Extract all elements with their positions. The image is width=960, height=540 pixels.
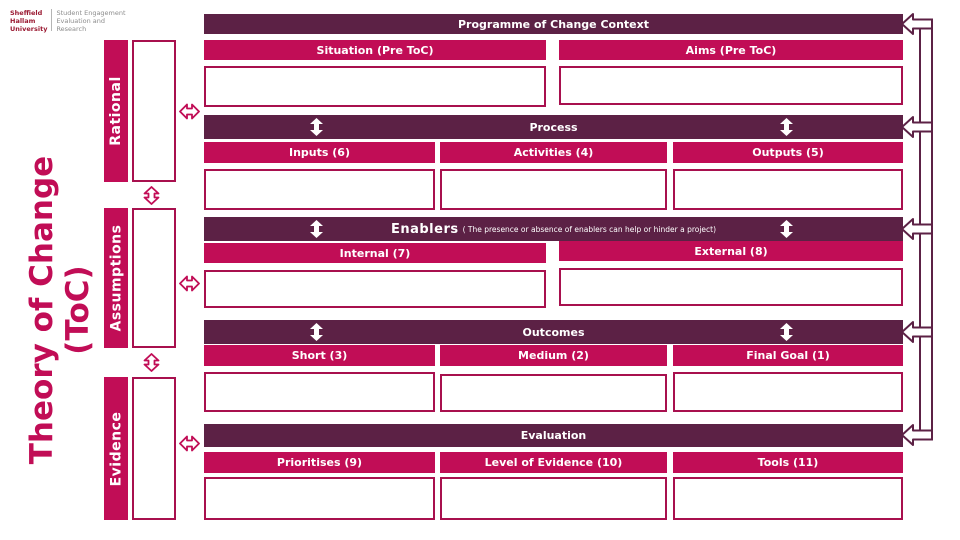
return-arrow-icon — [901, 13, 933, 35]
left-right-arrow-icon — [179, 275, 200, 292]
sheffield-hallam-logo: Sheffield Hallam University Student Enga… — [10, 9, 126, 33]
prioritises-header-label: Prioritises (9) — [276, 456, 363, 469]
page-title: Theory of Change (ToC) — [24, 150, 96, 470]
left-right-arrow-icon — [179, 435, 200, 452]
enablers-banner: Enablers ( The presence or absence of en… — [204, 217, 903, 241]
aims-input-box[interactable] — [559, 66, 903, 105]
outputs-header-label: Outputs (5) — [752, 146, 824, 159]
enablers-banner-note: ( The presence or absence of enablers ca… — [462, 224, 717, 234]
up-down-arrow-icon — [310, 323, 323, 341]
up-down-arrow-icon — [310, 118, 323, 136]
inputs-input-box[interactable] — [204, 169, 435, 210]
feedback-loop-arrows — [901, 13, 933, 446]
activities-header-label: Activities (4) — [513, 146, 594, 159]
process-banner-label: Process — [529, 120, 578, 134]
sidebar-evidence: Evidence — [104, 377, 128, 520]
context-banner: Programme of Change Context — [204, 14, 903, 34]
outcomes-banner: Outcomes — [204, 320, 903, 344]
short-input-box[interactable] — [204, 372, 435, 412]
enablers-banner-label: Enablers — [390, 221, 459, 237]
page-title-line2: (ToC) — [60, 265, 96, 355]
outputs-header: Outputs (5) — [673, 142, 903, 163]
inputs-header: Inputs (6) — [204, 142, 435, 163]
up-down-arrow-icon — [143, 353, 160, 372]
tools-input-box[interactable] — [673, 477, 903, 520]
logo-department-name: Student Engagement Evaluation and Resear… — [56, 9, 125, 33]
external-header-label: External (8) — [694, 244, 768, 258]
sidebar-assumptions-label: Assumptions — [108, 224, 124, 332]
internal-header-label: Internal (7) — [339, 246, 411, 260]
logo-divider — [51, 9, 53, 31]
up-down-arrow-icon — [780, 118, 793, 136]
situation-header: Situation (Pre ToC) — [204, 40, 546, 60]
return-arrow-icon — [901, 218, 933, 240]
logo-university-name: Sheffield Hallam University — [10, 9, 47, 33]
medium-header-label: Medium (2) — [518, 349, 589, 362]
level-of-evidence-header: Level of Evidence (10) — [440, 452, 667, 473]
short-header: Short (3) — [204, 345, 435, 366]
rational-input-box[interactable] — [132, 40, 176, 182]
evidence-input-box[interactable] — [132, 377, 176, 520]
logo-line: Research — [56, 25, 87, 33]
process-banner: Process — [204, 115, 903, 139]
sidebar-evidence-label: Evidence — [108, 411, 125, 486]
assumptions-input-box[interactable] — [132, 208, 176, 348]
final-goal-header-label: Final Goal (1) — [746, 349, 830, 362]
tools-header-label: Tools (11) — [757, 456, 819, 469]
activities-header: Activities (4) — [440, 142, 667, 163]
external-input-box[interactable] — [559, 268, 903, 306]
up-down-arrow-icon — [780, 220, 793, 238]
return-arrow-icon — [901, 424, 933, 446]
return-arrow-icon — [901, 321, 933, 343]
level-of-evidence-header-label: Level of Evidence (10) — [484, 456, 623, 469]
medium-input-box[interactable] — [440, 374, 667, 412]
activities-input-box[interactable] — [440, 169, 667, 210]
up-down-arrow-icon — [143, 186, 160, 205]
internal-header: Internal (7) — [204, 243, 546, 263]
situation-input-box[interactable] — [204, 66, 546, 107]
aims-header-label: Aims (Pre ToC) — [685, 43, 777, 57]
up-down-arrow-icon — [310, 220, 323, 238]
sidebar-rational: Rational — [104, 40, 128, 182]
up-down-arrow-icon — [780, 323, 793, 341]
sidebar-assumptions: Assumptions — [104, 208, 128, 348]
internal-input-box[interactable] — [204, 270, 546, 308]
outcomes-banner-label: Outcomes — [522, 325, 585, 339]
medium-header: Medium (2) — [440, 345, 667, 366]
sidebar-rational-label: Rational — [108, 76, 124, 146]
logo-line: Evaluation and — [56, 17, 106, 25]
outputs-input-box[interactable] — [673, 169, 903, 210]
evaluation-banner: Evaluation — [204, 424, 903, 447]
situation-header-label: Situation (Pre ToC) — [316, 43, 434, 57]
page-title-line1: Theory of Change — [24, 155, 60, 465]
logo-line: Sheffield — [10, 9, 43, 17]
prioritises-input-box[interactable] — [204, 477, 435, 520]
aims-header: Aims (Pre ToC) — [559, 40, 903, 60]
external-header: External (8) — [559, 241, 903, 261]
final-goal-input-box[interactable] — [673, 372, 903, 412]
return-arrow-icon — [901, 116, 933, 138]
inputs-header-label: Inputs (6) — [289, 146, 350, 159]
evaluation-banner-label: Evaluation — [520, 429, 587, 442]
logo-line: Hallam — [10, 17, 36, 25]
prioritises-header: Prioritises (9) — [204, 452, 435, 473]
final-goal-header: Final Goal (1) — [673, 345, 903, 366]
logo-line: University — [10, 25, 48, 33]
logo-line: Student Engagement — [56, 9, 126, 17]
short-header-label: Short (3) — [291, 349, 348, 362]
context-banner-label: Programme of Change Context — [457, 17, 649, 31]
tools-header: Tools (11) — [673, 452, 903, 473]
left-right-arrow-icon — [179, 103, 200, 120]
level-of-evidence-input-box[interactable] — [440, 477, 667, 520]
